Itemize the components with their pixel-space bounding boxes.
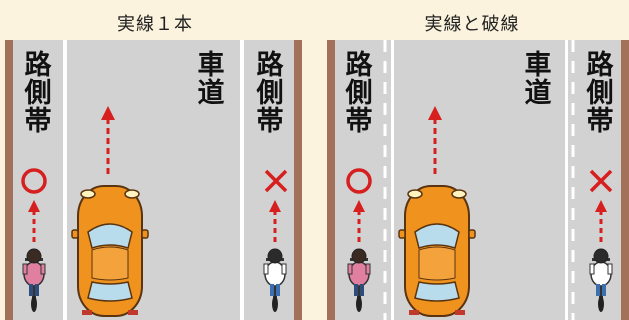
solid-line-left: [391, 40, 394, 320]
svg-text:側: 側: [256, 78, 284, 109]
svg-text:帯: 帯: [587, 105, 614, 137]
cross-ng-icon: [589, 169, 613, 193]
svg-text:帯: 帯: [346, 105, 373, 137]
svg-text:帯: 帯: [257, 105, 284, 137]
svg-text:側: 側: [345, 78, 373, 109]
arrow-up-icon: [428, 106, 442, 178]
shoulder-label-right: 路 側 帯: [586, 49, 615, 137]
curb-left: [5, 40, 13, 320]
solid-line-right: [565, 40, 568, 320]
road-surface: [327, 40, 629, 320]
arrow-up-icon: [595, 200, 607, 244]
curb-left: [327, 40, 335, 320]
svg-text:路: 路: [587, 49, 615, 81]
shoulder-label-left: 路 側 帯: [24, 49, 53, 137]
svg-text:側: 側: [586, 78, 614, 109]
panel-title-solid-line: 実線１本: [117, 14, 193, 35]
panel-solid-line: 路 側 帯 車 道 路 側 帯: [5, 40, 302, 320]
svg-text:道: 道: [525, 77, 552, 109]
svg-text:路: 路: [25, 49, 53, 81]
roadway-label: 車 道: [525, 50, 552, 109]
svg-text:帯: 帯: [25, 105, 52, 137]
arrow-up-icon: [28, 200, 40, 244]
svg-text:車: 車: [525, 50, 552, 81]
svg-text:路: 路: [257, 49, 285, 81]
car-icon: [71, 185, 149, 317]
svg-text:路: 路: [346, 49, 374, 81]
panel-title-solid-and-dashed-line: 実線と破線: [424, 14, 520, 35]
solid-line-right: [240, 40, 244, 320]
arrow-up-icon: [269, 200, 281, 244]
arrow-up-icon: [353, 200, 365, 244]
curb-right: [294, 40, 302, 320]
svg-text:側: 側: [24, 78, 52, 109]
svg-text:道: 道: [198, 77, 225, 109]
panel-solid-and-dashed-line: 路 側 帯 車 道 路 側 帯: [327, 40, 629, 320]
circle-ok-icon: [346, 168, 372, 194]
shoulder-label-left: 路 側 帯: [345, 49, 374, 137]
svg-text:車: 車: [198, 50, 225, 81]
cross-ng-icon: [264, 169, 288, 193]
road-surface: [5, 40, 302, 320]
circle-ok-icon: [21, 168, 47, 194]
shoulder-label-right: 路 側 帯: [256, 49, 285, 137]
solid-line-left: [63, 40, 67, 320]
curb-right: [621, 40, 629, 320]
roadway-label: 車 道: [198, 50, 225, 109]
arrow-up-icon: [101, 106, 115, 178]
car-icon: [398, 185, 476, 317]
